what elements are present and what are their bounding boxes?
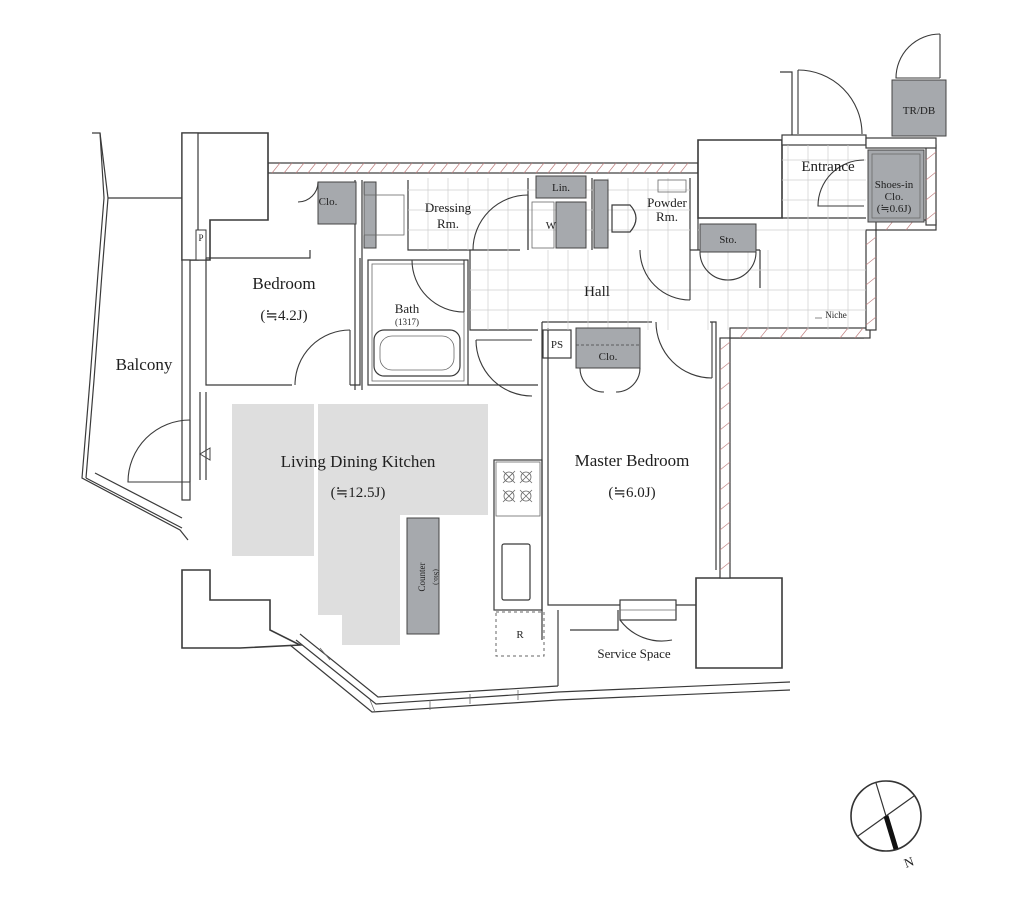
north-needle-icon (883, 815, 899, 850)
doors (127, 33, 941, 642)
wall-hatching (271, 151, 937, 571)
bath-label: Bath (395, 301, 420, 316)
fixture-labels: Clo. Lin. W Sto. Clo. PS P Niche (198, 182, 846, 363)
trdb-label: TR/DB (903, 105, 935, 117)
exterior-walls (181, 132, 937, 713)
bath-size-label: (1317) (395, 317, 419, 327)
entry-arrow-icon (199, 447, 211, 461)
w-label: W (546, 220, 557, 232)
shoes-label-2: Clo. (885, 191, 904, 203)
clo-master-label: Clo. (599, 351, 618, 363)
entrance-label: Entrance (801, 159, 855, 175)
linen-closet (535, 175, 587, 199)
sto-label: Sto. (719, 234, 737, 246)
storage-units (317, 79, 947, 369)
dressing-label-1: Dressing (425, 200, 472, 215)
dressing-label-2: Rm. (437, 216, 459, 231)
ldk-label: Living Dining Kitchen (281, 452, 436, 471)
trdb-box (891, 79, 947, 137)
kitchen: R Counter (Sto.) (406, 459, 545, 657)
ldk-floor-shading (232, 404, 488, 645)
service-space-label: Service Space (597, 646, 671, 661)
balcony-label: Balcony (116, 355, 173, 374)
refrigerator-label: R (516, 629, 524, 641)
stove-icon (502, 470, 533, 503)
window-frames (319, 647, 519, 713)
powder-label-2: Rm. (656, 209, 678, 224)
shoes-closet (867, 149, 925, 223)
balcony-area (81, 132, 189, 541)
north-label: N (902, 853, 917, 871)
tile-floor (408, 145, 866, 330)
room-labels: Balcony Bedroom (≒4.2J) Bath (1317) Dres… (116, 105, 936, 661)
master-closet (575, 327, 641, 369)
compass: N (850, 780, 922, 871)
refrigerator-space (495, 611, 545, 657)
p-label: P (198, 233, 203, 243)
hall-label: Hall (584, 284, 610, 300)
shoes-label-1: Shoes-in (875, 179, 914, 191)
bedroom-label: Bedroom (252, 274, 315, 293)
ps-label: PS (551, 339, 563, 351)
powder-label-1: Powder (647, 195, 687, 210)
bathtub (373, 329, 461, 377)
ldk-area-label: (≒12.5J) (331, 485, 386, 501)
counter-sub-label: (Sto.) (432, 569, 440, 585)
master-area-label: (≒6.0J) (608, 485, 655, 501)
bedroom-closet (317, 181, 357, 225)
hall-storage (699, 223, 757, 253)
lin-label: Lin. (552, 182, 570, 194)
counter-storage (406, 517, 440, 635)
counter-label: Counter (417, 563, 427, 592)
master-bedroom-label: Master Bedroom (575, 451, 690, 470)
clo-bedroom-label: Clo. (319, 196, 338, 208)
shoes-label-3: (≒0.6J) (877, 203, 912, 215)
sink-icon (501, 543, 531, 601)
bedroom-area-label: (≒4.2J) (260, 308, 307, 324)
niche-label: Niche (825, 310, 847, 320)
